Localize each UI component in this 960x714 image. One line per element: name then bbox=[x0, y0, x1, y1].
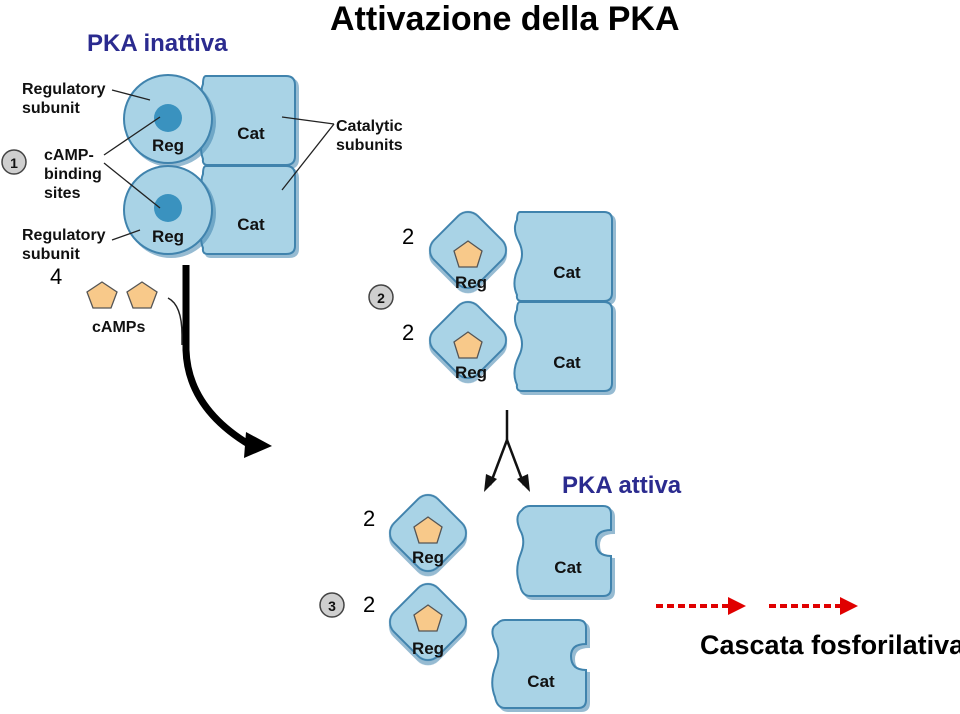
cat-label: Cat bbox=[553, 353, 581, 372]
cat-label: Cat bbox=[237, 124, 265, 143]
step-1-badge: 1 bbox=[1, 149, 27, 175]
camp-molecule bbox=[453, 240, 483, 268]
camp-molecule bbox=[126, 281, 158, 309]
cat-label: Cat bbox=[237, 215, 265, 234]
camp-molecule bbox=[413, 604, 443, 632]
camp-molecule bbox=[453, 331, 483, 359]
catalytic-subunit bbox=[513, 211, 613, 302]
cat-label: Cat bbox=[554, 558, 582, 577]
reg-label: Reg bbox=[455, 273, 487, 292]
cascade-arrows bbox=[656, 597, 858, 615]
inactive-holoenzyme: Cat Cat Reg Reg bbox=[123, 74, 296, 255]
camp-molecule bbox=[86, 281, 118, 309]
regulatory-subunit-label-top: Regulatory subunit bbox=[22, 81, 106, 118]
regulatory-subunit-label-bottom: Regulatory subunit bbox=[22, 227, 106, 264]
step3-count-top: 2 bbox=[363, 506, 376, 531]
cat-label: Cat bbox=[553, 263, 581, 282]
step2-count-top: 2 bbox=[402, 224, 415, 249]
svg-text:2: 2 bbox=[377, 290, 385, 306]
catalytic-subunit bbox=[200, 165, 296, 255]
step3-count-bottom: 2 bbox=[363, 592, 376, 617]
catalytic-subunits-label: Catalytic subunits bbox=[336, 118, 403, 155]
reg-label: Reg bbox=[412, 639, 444, 658]
reg-label: Reg bbox=[455, 363, 487, 382]
catalytic-subunit bbox=[200, 75, 296, 166]
activation-arrow bbox=[167, 265, 272, 458]
camp-molecule bbox=[413, 516, 443, 544]
free-catalytic-subunit bbox=[516, 505, 612, 597]
active-pka: Reg Reg Cat Cat bbox=[388, 493, 612, 709]
camp-binding-site bbox=[154, 104, 182, 132]
camp-bound-holoenzyme: Cat Cat Reg Reg bbox=[428, 210, 613, 392]
camps-label: cAMPs bbox=[92, 319, 146, 336]
pka-active-label: PKA attiva bbox=[562, 472, 682, 499]
camp-binding-sites-label: cAMP-binding sites bbox=[44, 147, 102, 203]
cat-label: Cat bbox=[527, 672, 555, 691]
step-3-badge: 3 bbox=[319, 592, 345, 618]
catalytic-subunit bbox=[513, 301, 613, 392]
svg-text:1: 1 bbox=[10, 155, 18, 171]
reg-label: Reg bbox=[152, 227, 184, 246]
pka-inactive-label: PKA inattiva bbox=[87, 30, 228, 57]
free-catalytic-subunit bbox=[491, 619, 587, 709]
svg-text:3: 3 bbox=[328, 598, 336, 614]
cascade-label: Cascata fosforilativa bbox=[700, 630, 960, 660]
reg-label: Reg bbox=[152, 136, 184, 155]
page-title: Attivazione della PKA bbox=[330, 0, 680, 38]
camp-binding-site bbox=[154, 194, 182, 222]
camp-count: 4 bbox=[50, 264, 63, 289]
step2-count-bottom: 2 bbox=[402, 320, 415, 345]
step-2-badge: 2 bbox=[368, 284, 394, 310]
leader-lines bbox=[103, 89, 335, 241]
dissociation-arrow bbox=[484, 410, 530, 492]
reg-label: Reg bbox=[412, 548, 444, 567]
